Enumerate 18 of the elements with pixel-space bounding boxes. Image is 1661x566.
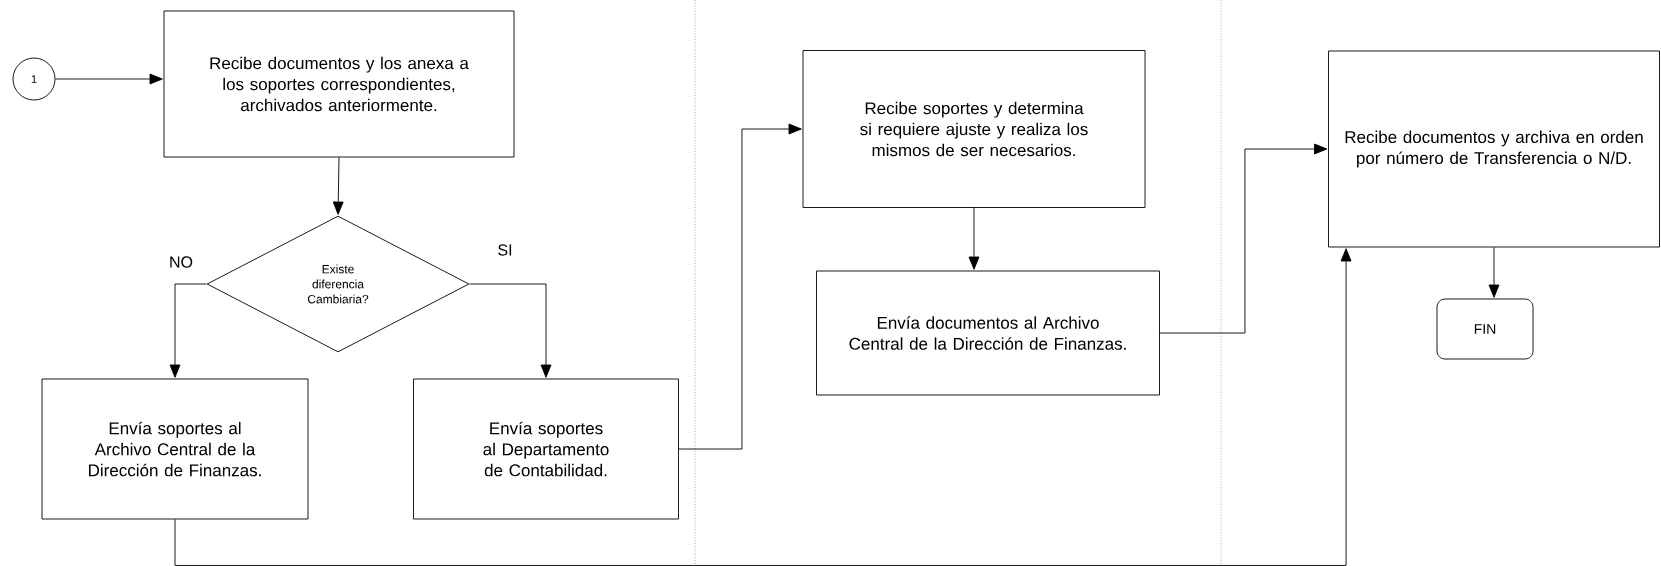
process-box: Recibe documentos y los anexa a los soportes correspondientes, archivados anteriormente. bbox=[163, 10, 515, 158]
arrow bbox=[968, 207, 980, 270]
arrow bbox=[55, 73, 163, 85]
edge-label: SI bbox=[496, 243, 514, 257]
edge-label: NO bbox=[168, 255, 194, 269]
arrow bbox=[1488, 247, 1500, 298]
arrow bbox=[169, 283, 207, 378]
arrow bbox=[678, 123, 802, 450]
arrow bbox=[469, 283, 552, 378]
process-box: Recibe documentos y archiva en orden por número de Transferencia o N/D. bbox=[1328, 50, 1660, 248]
process-box: Envía documentos al Archivo Central de la Dirección de Finanzas. bbox=[816, 270, 1160, 396]
process-box: Recibe soportes y determina si requiere ajuste y realiza los mismos de ser necesarios. bbox=[802, 50, 1146, 208]
arrow bbox=[174, 248, 1352, 566]
process-box: Envía soportes al Archivo Central de la Dirección de Finanzas. bbox=[41, 378, 309, 520]
arrow bbox=[332, 157, 344, 215]
process-box: Envía soportes al Departamento de Contabilidad. bbox=[413, 378, 679, 520]
terminator-box: FIN bbox=[1436, 298, 1534, 360]
arrow bbox=[1159, 143, 1328, 334]
